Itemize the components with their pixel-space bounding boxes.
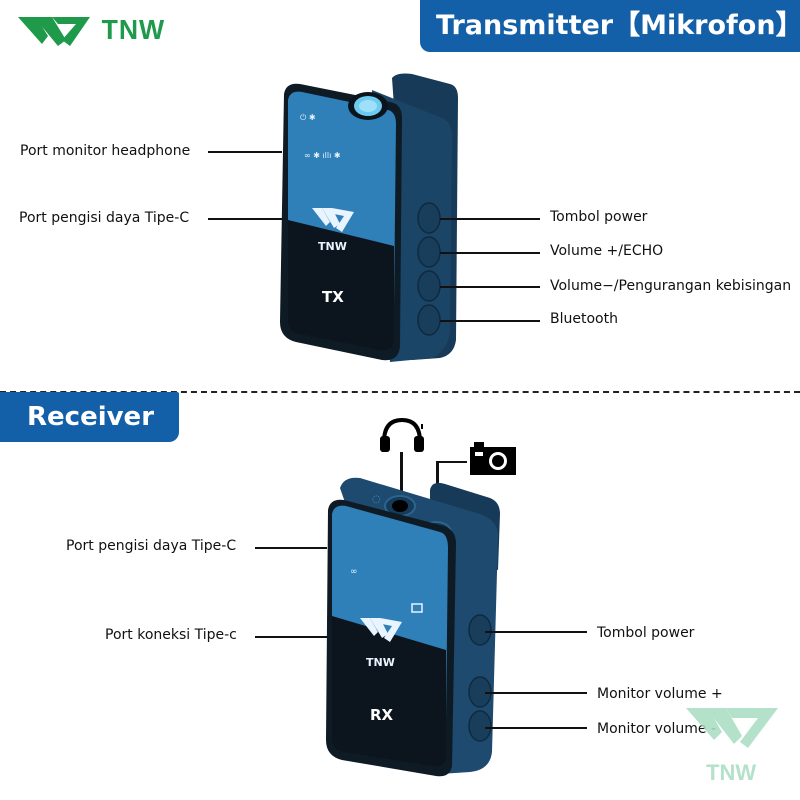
tx-label-power: Tombol power [550, 209, 648, 225]
tx-volume-down-button [417, 270, 441, 302]
headphone-icon [379, 416, 425, 456]
rx-device-label: RX [370, 706, 394, 724]
brand-logo [18, 14, 168, 48]
rx-headphone-jack [392, 500, 408, 512]
tx-leader-line-volume-down [440, 286, 540, 288]
tx-device-label: TX [322, 288, 344, 306]
tx-label-charging-port: Port pengisi daya Tipe-C [19, 210, 190, 226]
tx-leader-line-volume-up [440, 252, 540, 254]
tx-bluetooth-button [417, 304, 441, 336]
transmitter-device-image: ⏻ ✱ ∞ ✱ ıllı ✱ TNW TX [272, 70, 462, 370]
camera-icon [470, 441, 516, 479]
tx-power-button [417, 202, 441, 234]
rx-leader-line-monitor-volume-down [485, 727, 587, 729]
tnw-watermark-icon: TNW [686, 708, 778, 785]
rx-device-brand: TNW [366, 656, 395, 669]
transmitter-title-banner: Transmitter【Mikrofon】 [420, 0, 800, 52]
tx-leader-line-power [440, 218, 540, 220]
rx-label-connection-port: Port koneksi Tipe-c [105, 627, 237, 643]
rx-leader-line-camera-h [437, 461, 467, 463]
tnw-logo-mark-icon [18, 17, 90, 46]
rx-label-power: Tombol power [597, 625, 695, 641]
tx-device-brand: TNW [318, 240, 347, 253]
rx-power-button [468, 614, 492, 646]
brand-watermark: TNW [686, 706, 780, 786]
receiver-title-banner: Receiver [0, 392, 179, 442]
rx-label-charging-port: Port pengisi daya Tipe-C [66, 538, 237, 554]
watermark-brand-name: TNW [706, 760, 756, 785]
section-divider [0, 391, 800, 393]
svg-text:∞: ∞ [350, 567, 358, 577]
tx-label-volume-up: Volume +/ECHO [550, 243, 664, 259]
rx-leader-line-connection-port [255, 636, 327, 638]
rx-leader-line-monitor-volume-up [485, 692, 587, 694]
rx-leader-line-power [485, 631, 587, 633]
svg-text:⏻ ✱: ⏻ ✱ [300, 113, 316, 122]
rx-monitor-volume-down-button [468, 710, 492, 742]
tx-label-headphone-port: Port monitor headphone [20, 143, 191, 159]
rx-label-monitor-volume-up: Monitor volume + [597, 686, 723, 702]
rx-leader-line-headphone-jack [400, 452, 403, 504]
tx-leader-line-charging-port [208, 218, 282, 220]
tx-label-volume-down: Volume−/Pengurangan kebisingan [550, 278, 792, 294]
rx-label-monitor-volume-down: Monitor volume - [597, 721, 717, 737]
brand-name: TNW [101, 14, 166, 45]
tx-leader-line-bluetooth [440, 320, 540, 322]
svg-text:◌: ◌ [372, 494, 381, 505]
svg-text:∞ ✱ ıllı ✱: ∞ ✱ ıllı ✱ [304, 151, 341, 160]
rx-leader-line-charging-port [255, 547, 327, 549]
tx-label-bluetooth: Bluetooth [550, 311, 618, 327]
tx-leader-line-headphone-port [208, 151, 282, 153]
receiver-device-image: ◌ ∞ TNW RX [320, 470, 510, 780]
tx-volume-up-button [417, 236, 441, 268]
